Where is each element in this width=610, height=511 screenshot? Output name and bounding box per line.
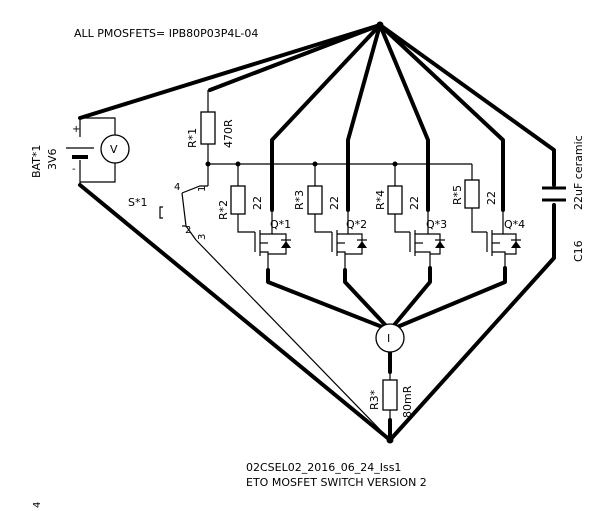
r5-value: 22 (485, 191, 498, 205)
resistor-rsense (382, 379, 398, 411)
r1-ref: R*1 (186, 128, 199, 148)
battery-ref: BAT*1 (30, 145, 43, 178)
capacitor-value: 22uF ceramic (572, 135, 585, 210)
r3-value: 22 (328, 196, 341, 210)
wire-battery-to-bottom (78, 183, 392, 442)
q3-ref: Q*3 (426, 218, 447, 231)
q2-ref: Q*2 (346, 218, 367, 231)
mosfet-q2: Q*2 (331, 212, 367, 270)
top-node (376, 21, 384, 29)
wire-top-to-r1 (208, 23, 382, 92)
resistor-r1 (200, 111, 216, 145)
switch-to-bottom-wire (195, 239, 391, 441)
capacitor-c16: 22uF ceramic C16 (542, 135, 585, 262)
wire-q3-to-ammeter (388, 266, 432, 332)
wire-top-to-q1 (270, 23, 382, 212)
header-note: ALL PMOSFETS= IPB80P03P4L-04 (74, 27, 258, 40)
mosfet-q3: Q*3 (409, 212, 447, 268)
r4-value: 22 (408, 196, 421, 210)
voltmeter-symbol: V (110, 143, 118, 156)
switch-pin2: 2 (185, 225, 191, 236)
mosfet-q4: Q*4 (486, 212, 525, 268)
resistor-r4 (387, 185, 403, 215)
rsense-ref: R3* (368, 389, 381, 410)
wire-top-to-q2 (346, 23, 382, 212)
r5-ref: R*5 (451, 185, 464, 205)
power-wires-top (78, 23, 556, 212)
rsense-value: 80mR (401, 385, 414, 418)
r2-ref: R*2 (217, 200, 230, 220)
battery-minus-sign: - (72, 164, 76, 175)
switch-pin4: 4 (174, 182, 180, 193)
mosfet-q1: Q*1 (254, 212, 291, 270)
r1-value: 470R (222, 119, 235, 148)
wire-cap-to-bottom (388, 203, 556, 442)
resistor-r3 (307, 185, 323, 215)
wire-top-to-q4 (378, 23, 505, 212)
footer-line-1: 02CSEL02_2016_06_24_Iss1 (246, 461, 401, 474)
battery-value: 3V6 (46, 148, 59, 170)
switch-pin1: 1 (197, 186, 208, 192)
capacitor-ref: C16 (572, 240, 585, 262)
switch-s1: S*1 1 2 3 4 (128, 182, 391, 441)
resistor-r5 (464, 179, 480, 209)
wire-top-to-cap (378, 23, 556, 187)
corner-mark: 4 (32, 502, 43, 508)
switch-pin3: 3 (197, 234, 208, 240)
battery-block: V + - BAT*1 3V6 (30, 117, 130, 185)
wire-q2-to-ammeter (343, 268, 392, 332)
wire-q4-to-ammeter (388, 266, 507, 332)
bottom-node (386, 436, 394, 444)
q1-ref: Q*1 (270, 218, 291, 231)
r3-ref: R*3 (293, 190, 306, 210)
footer-line-2: ETO MOSFET SWITCH VERSION 2 (246, 476, 427, 489)
power-wires-bottom (78, 183, 556, 442)
wire-top-to-battery (78, 23, 382, 120)
q4-ref: Q*4 (504, 218, 525, 231)
sense-resistor-block: R3* 80mR (368, 372, 414, 420)
voltmeter (100, 134, 130, 164)
r1-block: R*1 470R (186, 90, 472, 186)
resistor-r2 (230, 185, 246, 215)
battery-plus-sign: + (72, 124, 80, 135)
r2-value: 22 (251, 196, 264, 210)
ammeter (375, 323, 405, 353)
ammeter-block: I (375, 323, 405, 353)
wire-q1-to-ammeter (266, 268, 392, 332)
gate-resistors: R*2 22 R*3 22 R*4 22 R*5 22 (217, 164, 498, 233)
switch-ref: S*1 (128, 196, 147, 209)
wire-top-to-q3 (378, 23, 430, 212)
r4-ref: R*4 (374, 190, 387, 210)
ammeter-symbol: I (387, 332, 390, 345)
